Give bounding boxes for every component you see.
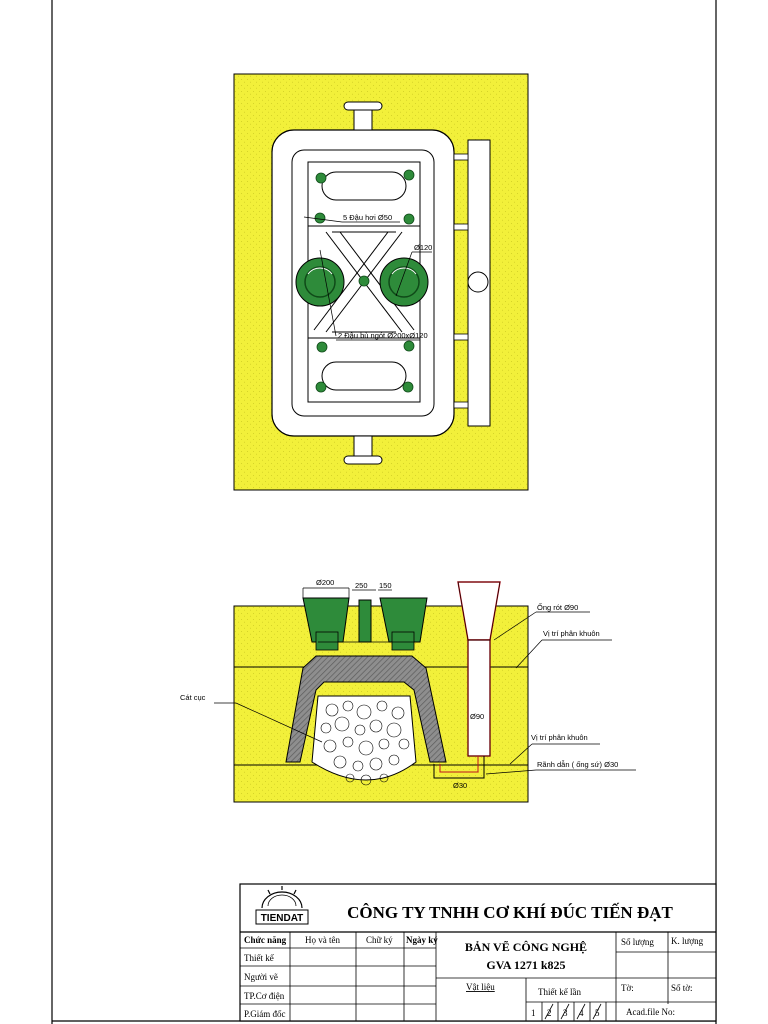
role-row: Thiết kế [244, 953, 275, 963]
core-sand [311, 695, 417, 786]
quantity-label: Số lượng [621, 937, 654, 947]
drawing-title-line2: GVA 1271 k825 [486, 958, 565, 972]
vent-marker [315, 381, 327, 393]
vent-marker [314, 212, 326, 224]
slot-bottom [321, 361, 407, 391]
vent-marker [403, 169, 415, 181]
header-signature: Chữ ký [366, 935, 393, 945]
vent-marker [315, 172, 327, 184]
dim-150: 150 [379, 581, 392, 590]
sheet-count-label: Số tờ: [671, 983, 693, 993]
vent-riser-center [358, 599, 372, 643]
dim-d200: Ø200 [316, 578, 334, 587]
header-role: Chức năng [244, 935, 287, 945]
role-row: TP.Cơ điện [244, 991, 285, 1001]
header-date: Ngày ký [406, 935, 438, 945]
revision-number: 4 [579, 1008, 584, 1018]
label-parting-bottom: Vị trí phân khuôn [531, 733, 588, 742]
dim-250: 250 [355, 581, 368, 590]
label-runner: Rãnh dẫn ( ống sứ) Ø30 [537, 760, 618, 769]
feeder-left [295, 257, 345, 307]
label-feeders: 2 Đậu bù ngót Ø200xØ120 [338, 331, 428, 340]
vent-marker [316, 341, 328, 353]
slot-top [321, 171, 407, 201]
sprue-pipe [457, 581, 501, 757]
sheet-label: Tờ: [621, 983, 634, 993]
revision-number: 1 [531, 1008, 536, 1018]
vent-markers [314, 169, 415, 393]
role-row: Người vẽ [244, 972, 278, 982]
weight-label: K. lượng [671, 936, 704, 946]
vent-marker [403, 340, 415, 352]
company-logo: TIENDAT [255, 886, 309, 925]
casting-section [285, 655, 447, 763]
label-sprue: Ống rót Ø90 [537, 602, 578, 612]
label-d30: Ø30 [453, 781, 467, 790]
acad-file-label: Acad.file No: [626, 1007, 675, 1017]
vent-marker [358, 275, 370, 287]
drawing-title-line1: BẢN VẼ CÔNG NGHỆ [465, 940, 587, 954]
vent-marker [402, 381, 414, 393]
section-view: Ø200 250 150 Ống rót Ø90 Vị trí phân khu… [180, 578, 636, 803]
flask-lug-bottom [343, 435, 383, 465]
material-label: Vật liệu [466, 982, 495, 992]
runner-channel [433, 756, 485, 779]
design-revision-label: Thiết kế lần [538, 987, 581, 997]
top-view: 5 Đậu hơi Ø50 Ø120 2 Đậu bù ngót Ø200xØ1… [233, 73, 529, 491]
header-name: Họ và tên [305, 935, 340, 945]
title-block: TIENDAT CÔNG TY TNHH CƠ KHÍ ĐÚC TIẾN ĐẠT [239, 883, 717, 1022]
flask-side-guide [453, 139, 491, 427]
vent-marker [403, 213, 415, 225]
revision-number: 2 [547, 1008, 552, 1018]
label-vents: 5 Đậu hơi Ø50 [343, 213, 392, 222]
feeder-right [379, 257, 429, 307]
label-core-sand: Cát cục [180, 693, 206, 702]
revision-number: 5 [595, 1008, 600, 1018]
feeder-sleeve-right [379, 597, 428, 651]
logo-text: TIENDAT [261, 913, 304, 924]
revision-number: 3 [563, 1008, 568, 1018]
flask-lug-top [343, 101, 383, 131]
role-row: P.Giám đốc [244, 1009, 286, 1019]
label-d90: Ø90 [470, 712, 484, 721]
label-d120: Ø120 [414, 243, 432, 252]
company-name: CÔNG TY TNHH CƠ KHÍ ĐÚC TIẾN ĐẠT [347, 903, 673, 922]
label-parting-top: Vị trí phân khuôn [543, 629, 600, 638]
